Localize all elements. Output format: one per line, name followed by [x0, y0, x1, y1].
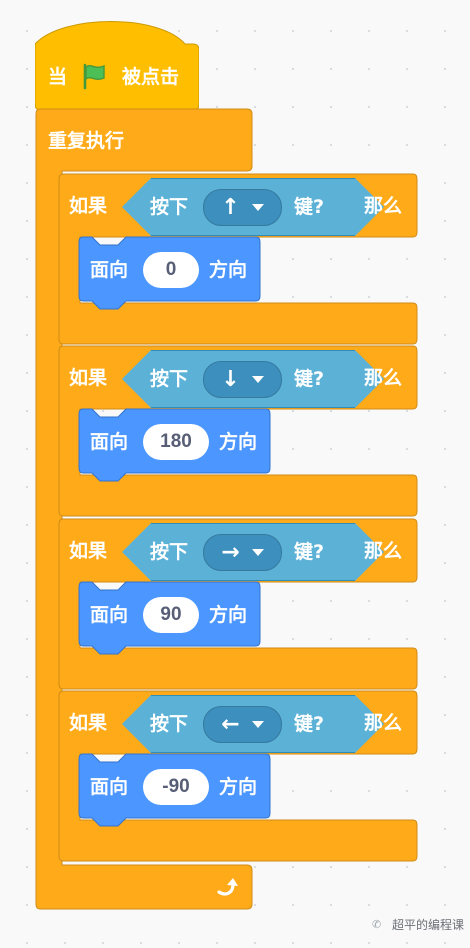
if-then-block-4[interactable]: 如果 按下 ← 键? 那么 面向 -90 方向 [58, 690, 418, 862]
point-direction-label: 面向 [90, 259, 129, 281]
then-label: 那么 [364, 540, 403, 562]
key-pressed-condition[interactable]: 按下 → 键? [122, 523, 384, 581]
key-pressed-condition[interactable]: 按下 ↑ 键? [122, 178, 384, 236]
forever-label: 重复执行 [48, 130, 125, 152]
key-pressed-label: 按下 [150, 713, 189, 735]
key-suffix-label: 键? [294, 368, 325, 390]
direction-input[interactable]: 180 [143, 424, 209, 460]
point-direction-label: 面向 [90, 604, 129, 626]
then-label: 那么 [364, 367, 403, 389]
direction-suffix-label: 方向 [209, 604, 248, 626]
hex-right-cap [355, 695, 384, 753]
hex-left-cap [122, 523, 151, 581]
key-pressed-label: 按下 [150, 541, 189, 563]
if-then-block-1[interactable]: 如果 按下 ↑ 键? 那么 面向 0 方向 [58, 173, 418, 345]
key-pressed-condition[interactable]: 按下 ↓ 键? [122, 350, 384, 408]
direction-input[interactable]: 90 [143, 597, 199, 633]
direction-input[interactable]: 0 [143, 252, 199, 288]
then-label: 那么 [364, 195, 403, 217]
hex-right-cap [355, 350, 384, 408]
point-in-direction-block[interactable]: 面向 90 方向 [78, 581, 261, 655]
key-dropdown[interactable]: ← [203, 706, 282, 743]
if-label: 如果 [69, 195, 108, 217]
hat-block-shape [35, 21, 199, 110]
point-direction-label: 面向 [90, 431, 129, 453]
hex-left-cap [122, 350, 151, 408]
direction-input[interactable]: -90 [143, 769, 209, 805]
wechat-icon: ✆ [372, 918, 382, 931]
chevron-down-icon [251, 376, 264, 383]
green-flag-icon [80, 62, 108, 94]
hex-left-cap [122, 178, 151, 236]
key-dropdown[interactable]: ↑ [203, 189, 282, 226]
key-suffix-label: 键? [294, 196, 325, 218]
hex-left-cap [122, 695, 151, 753]
key-pressed-condition[interactable]: 按下 ← 键? [122, 695, 384, 753]
forever-block-shape [35, 108, 253, 910]
point-in-direction-block[interactable]: 面向 180 方向 [78, 408, 271, 482]
when-label: 当 [48, 66, 68, 88]
key-value: ← [221, 711, 240, 737]
key-pressed-label: 按下 [150, 368, 189, 390]
when-flag-clicked-block[interactable]: 当 被点击 [35, 18, 199, 110]
direction-suffix-label: 方向 [209, 259, 248, 281]
chevron-down-icon [251, 549, 264, 556]
key-value: → [221, 539, 240, 565]
point-direction-label: 面向 [90, 776, 129, 798]
if-label: 如果 [69, 540, 108, 562]
key-value: ↑ [221, 194, 240, 220]
point-in-direction-block[interactable]: 面向 0 方向 [78, 236, 261, 310]
key-pressed-label: 按下 [150, 196, 189, 218]
point-in-direction-block[interactable]: 面向 -90 方向 [78, 753, 271, 827]
key-suffix-label: 键? [294, 713, 325, 735]
if-label: 如果 [69, 712, 108, 734]
hex-right-cap [355, 523, 384, 581]
forever-block[interactable]: 重复执行 [35, 108, 253, 910]
key-dropdown[interactable]: ↓ [203, 361, 282, 398]
loop-arrow-icon [215, 876, 239, 902]
if-then-block-2[interactable]: 如果 按下 ↓ 键? 那么 面向 180 方向 [58, 345, 418, 517]
key-value: ↓ [221, 366, 240, 392]
if-label: 如果 [69, 367, 108, 389]
then-label: 那么 [364, 712, 403, 734]
direction-suffix-label: 方向 [219, 776, 258, 798]
hex-right-cap [355, 178, 384, 236]
if-then-block-3[interactable]: 如果 按下 → 键? 那么 面向 90 方向 [58, 518, 418, 690]
key-suffix-label: 键? [294, 541, 325, 563]
watermark: 超平的编程课 [392, 918, 465, 932]
chevron-down-icon [251, 721, 264, 728]
clicked-label: 被点击 [122, 66, 180, 88]
direction-suffix-label: 方向 [219, 431, 258, 453]
key-dropdown[interactable]: → [203, 534, 282, 571]
chevron-down-icon [251, 204, 264, 211]
